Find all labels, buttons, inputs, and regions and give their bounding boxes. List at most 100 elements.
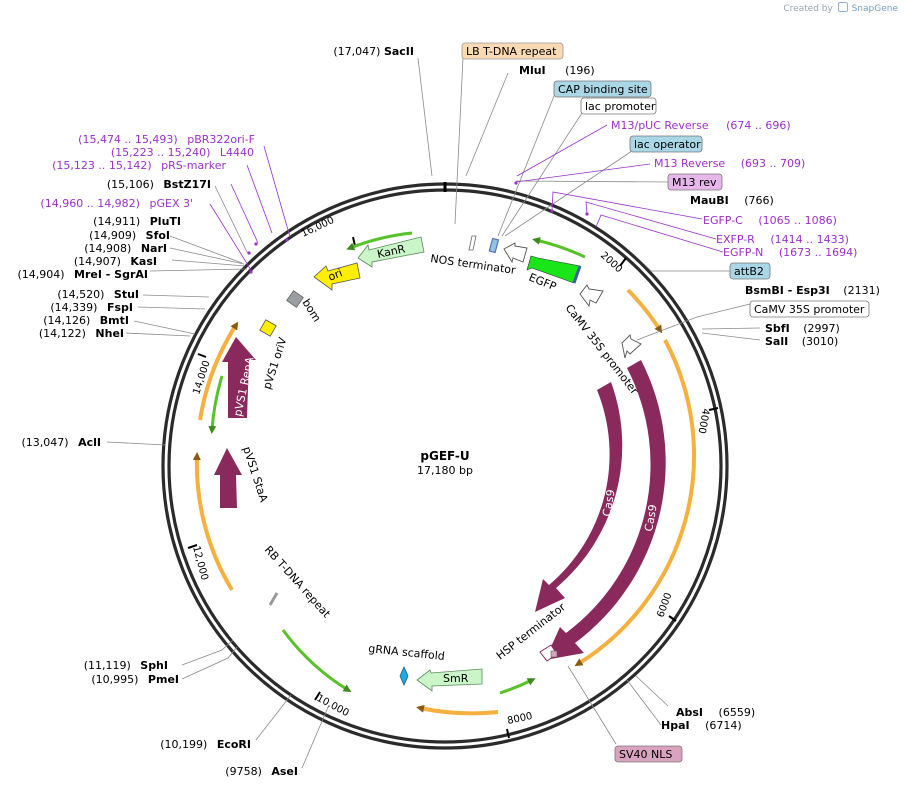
attb2-box	[729, 262, 771, 280]
boxed-labels: LB T-DNA repeat CAP binding site lac pro…	[461, 42, 870, 763]
site-kasi: (14,907) KasI	[74, 255, 157, 268]
site-mlui: MluI (196)	[519, 64, 595, 77]
m13-rev-box	[667, 173, 723, 191]
pvs1-repa-arrow	[222, 337, 256, 418]
arc-green-bottom	[499, 678, 536, 695]
bom-label: bom	[299, 297, 323, 325]
kanr-arrow	[357, 236, 425, 268]
tick-mark-4000	[708, 407, 719, 411]
tick-label-16000: 16,000	[300, 215, 336, 240]
site-maubi: MauBI (766)	[690, 194, 774, 207]
cap-binding-label: CAP binding site	[558, 83, 648, 96]
cas9-inner-arrow	[535, 382, 623, 612]
lb-tdna-label: LB T-DNA repeat	[466, 45, 557, 58]
arc-green-egfp	[532, 237, 586, 259]
rb-tdna-marker	[268, 592, 279, 606]
site-hpai: HpaI (6714)	[661, 719, 742, 732]
primer-m13-reverse: M13 Reverse (693 .. 709)	[654, 157, 805, 170]
site-ecori: (10,199) EcoRI	[160, 738, 251, 751]
plasmid-name: pGEF-U	[420, 449, 469, 463]
arc-orange-left-upper	[198, 321, 239, 421]
white-arrow-top	[503, 242, 528, 264]
tick-label-10000: 10,000	[315, 693, 351, 719]
rb-tdna-label: RB T-DNA repeat	[262, 543, 334, 621]
kanr-label: KanR	[376, 242, 407, 261]
restriction-sites: (17,047) SacII MluI (196) MauBI (766) Bs…	[17, 45, 879, 778]
tick-label-6000: 6000	[655, 591, 674, 619]
attb2-label: attB2	[734, 265, 764, 278]
pvs1-oriv-marker	[259, 319, 277, 337]
site-nari: (14,908) NarI	[84, 242, 167, 255]
nos-terminator-label: NOS terminator	[430, 252, 517, 277]
primer-l4440: (15,223 .. 15,240) L4440	[111, 146, 254, 159]
primer-labels: M13/pUC Reverse (674 .. 696) M13 Reverse…	[40, 119, 857, 259]
white-arrow-camv	[579, 284, 604, 308]
orange-feature-arcs	[192, 288, 696, 716]
site-bsmbi: BsmBI - Esp3I (2131)	[745, 284, 880, 297]
arc-orange-camv	[626, 288, 663, 334]
cas9-inner-label: Cas9	[600, 489, 618, 518]
primer-egfp-n: EGFP-N (1673 .. 1694)	[723, 246, 857, 259]
leader-lines	[106, 57, 761, 769]
primer-prs-marker: (15,123 .. 15,142) pRS-marker	[52, 159, 226, 172]
primer-egfp-c: EGFP-C (1065 .. 1086)	[703, 214, 837, 227]
primer-m13-puc-reverse: M13/pUC Reverse (674 .. 696)	[611, 119, 791, 132]
site-asei: (9758) AseI	[225, 765, 298, 778]
tick-label-8000: 8000	[506, 711, 533, 727]
arc-green-top	[346, 231, 413, 251]
lac-cluster-marker	[488, 237, 500, 254]
arc-orange-cas9	[574, 339, 696, 667]
nos-terminator-marker	[468, 235, 477, 251]
arc-orange-left-lower	[192, 452, 234, 592]
site-sbfi: SbfI (2997)	[765, 322, 840, 335]
tick-mark-8000	[506, 728, 510, 739]
lb-tdna-box	[461, 42, 564, 60]
tick-label-4000: 4000	[696, 407, 711, 434]
pvs1-oriv-label: pVS1 oriV	[260, 335, 289, 391]
tick-mark-12000	[187, 544, 198, 549]
cas9-outer-arrow	[545, 360, 666, 660]
sv40-nls-box	[614, 745, 683, 763]
pvs1-staa-label: pVS1 StaA	[240, 445, 270, 504]
pvs1-staa-arrow	[214, 448, 242, 508]
arc-orange-bottom	[416, 704, 499, 716]
snapgene-logo-icon	[837, 2, 848, 12]
site-pluti: (14,911) PluTI	[93, 215, 181, 228]
site-sfoi: (14,909) SfoI	[89, 229, 170, 242]
arc-green-bottom-left	[281, 629, 352, 693]
site-fspi: (14,339) FspI	[50, 301, 133, 314]
site-sphi: (11,119) SphI	[84, 659, 168, 672]
egfp-junction-mark	[572, 265, 582, 284]
cas9-outer-label: Cas9	[642, 504, 660, 533]
ori-arrow	[313, 262, 361, 291]
site-bstz17i: (15,106) BstZ17I	[107, 178, 211, 191]
site-sali: SalI (3010)	[765, 335, 838, 348]
primer-pbr322ori-f: (15,474 .. 15,493) pBR322ori-F	[78, 133, 255, 146]
snapgene-credit: Created by SnapGene	[783, 2, 898, 14]
lac-promoter-label: lac promoter	[585, 100, 656, 113]
site-stui: (14,520) StuI	[57, 288, 139, 301]
primer-pgex-3: (14,960 .. 14,982) pGEX 3'	[40, 197, 193, 210]
sv40-nls-marker	[550, 650, 558, 658]
bom-marker	[286, 290, 304, 308]
primer-exfp-r: EXFP-R (1414 .. 1433)	[716, 233, 849, 246]
plasmid-length: 17,180 bp	[417, 464, 473, 477]
tick-mark-10000	[314, 691, 321, 701]
egfp-arrow	[526, 255, 581, 284]
tick-mark-2000	[619, 257, 627, 267]
camv-35s-box-label: CaMV 35S promoter	[754, 303, 865, 316]
sv40-nls-label: SV40 NLS	[619, 748, 672, 761]
white-arrow-camv2	[621, 334, 642, 359]
lac-promoter-box	[580, 97, 657, 115]
site-pmei: (10,995) PmeI	[91, 673, 179, 686]
grna-scaffold-label: gRNA scaffold	[368, 642, 446, 663]
credit-prefix: Created by	[783, 4, 833, 14]
tick-mark-6000	[668, 615, 677, 622]
camv-35s-box	[749, 300, 870, 318]
cap-binding-box	[553, 80, 652, 98]
site-acli: (13,047) AclI	[22, 436, 101, 449]
lac-operator-label: lac operator	[634, 138, 701, 151]
lac-operator-box	[629, 135, 703, 153]
credit-brand: SnapGene	[851, 4, 898, 14]
